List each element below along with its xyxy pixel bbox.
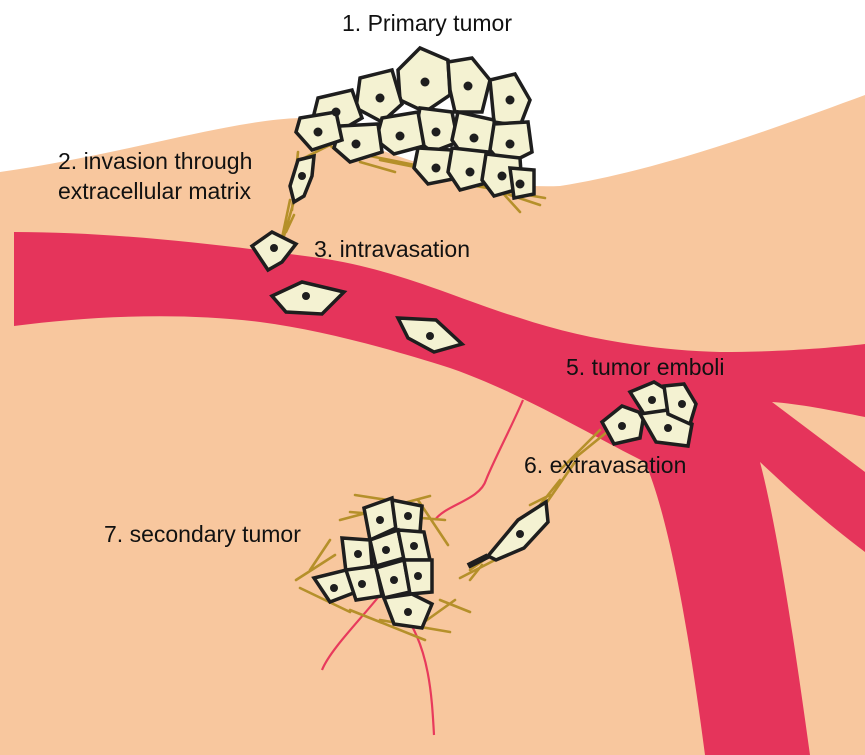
label-tumor-emboli: 5. tumor emboli: [566, 354, 725, 380]
label-intravasation: 3. intravasation: [314, 236, 470, 262]
label-secondary-tumor: 7. secondary tumor: [104, 521, 301, 547]
label-invasion-line1: 2. invasion through: [58, 148, 252, 174]
label-extravasation: 6. extravasation: [524, 452, 686, 478]
label-primary-tumor: 1. Primary tumor: [342, 10, 512, 36]
label-invasion-line2: extracellular matrix: [58, 178, 251, 204]
